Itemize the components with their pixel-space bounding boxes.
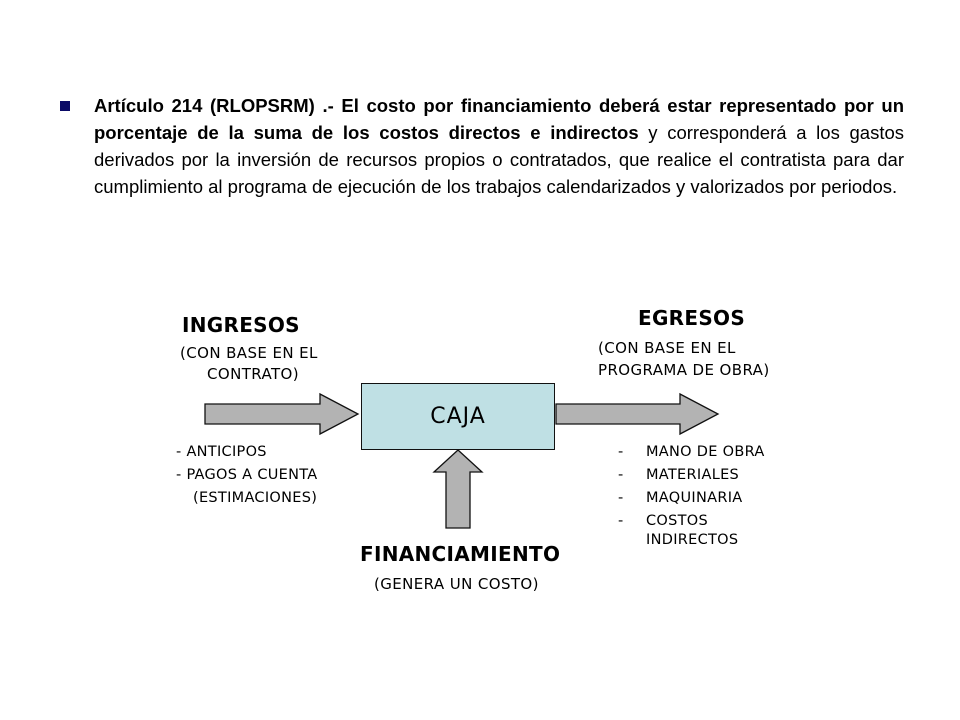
ingresos-sub-line2: CONTRATO): [207, 365, 299, 383]
egresos-item: COSTOS: [646, 513, 709, 529]
ingresos-item: (ESTIMACIONES): [193, 490, 318, 506]
ingresos-item: - ANTICIPOS: [176, 444, 267, 460]
egresos-item-dash: -: [618, 513, 624, 529]
egresos-sub-line1: (CON BASE EN EL: [598, 339, 736, 357]
egresos-arrow: [555, 392, 720, 436]
paragraph-bold-text: Artículo 214 (RLOPSRM) .- El costo por f…: [94, 95, 904, 143]
ingresos-item: - PAGOS A CUENTA: [176, 467, 318, 483]
paragraph-normal-text: y corresponderá a los gastos derivados p…: [94, 122, 905, 197]
ingresos-sub-line1: (CON BASE EN EL: [180, 344, 318, 362]
caja-box: CAJA: [361, 383, 555, 450]
egresos-item-dash: -: [618, 490, 624, 506]
ingresos-title: INGRESOS: [182, 313, 300, 337]
financiamiento-sub: (GENERA UN COSTO): [374, 575, 539, 593]
ingresos-arrow: [204, 392, 360, 436]
financiamiento-title: FINANCIAMIENTO: [360, 542, 561, 566]
egresos-item-dash: -: [618, 467, 624, 483]
egresos-title: EGRESOS: [638, 306, 746, 330]
egresos-item: MAQUINARIA: [646, 490, 743, 506]
article-paragraph: Artículo 214 (RLOPSRM) .- El costo por f…: [94, 92, 904, 200]
bullet-square-icon: [60, 101, 70, 111]
egresos-item-continuation: INDIRECTOS: [646, 532, 739, 548]
egresos-item-dash: -: [618, 444, 624, 460]
egresos-item: MATERIALES: [646, 467, 740, 483]
egresos-sub-line2: PROGRAMA DE OBRA): [598, 361, 770, 379]
egresos-item: MANO DE OBRA: [646, 444, 765, 460]
financiamiento-arrow: [432, 449, 484, 529]
